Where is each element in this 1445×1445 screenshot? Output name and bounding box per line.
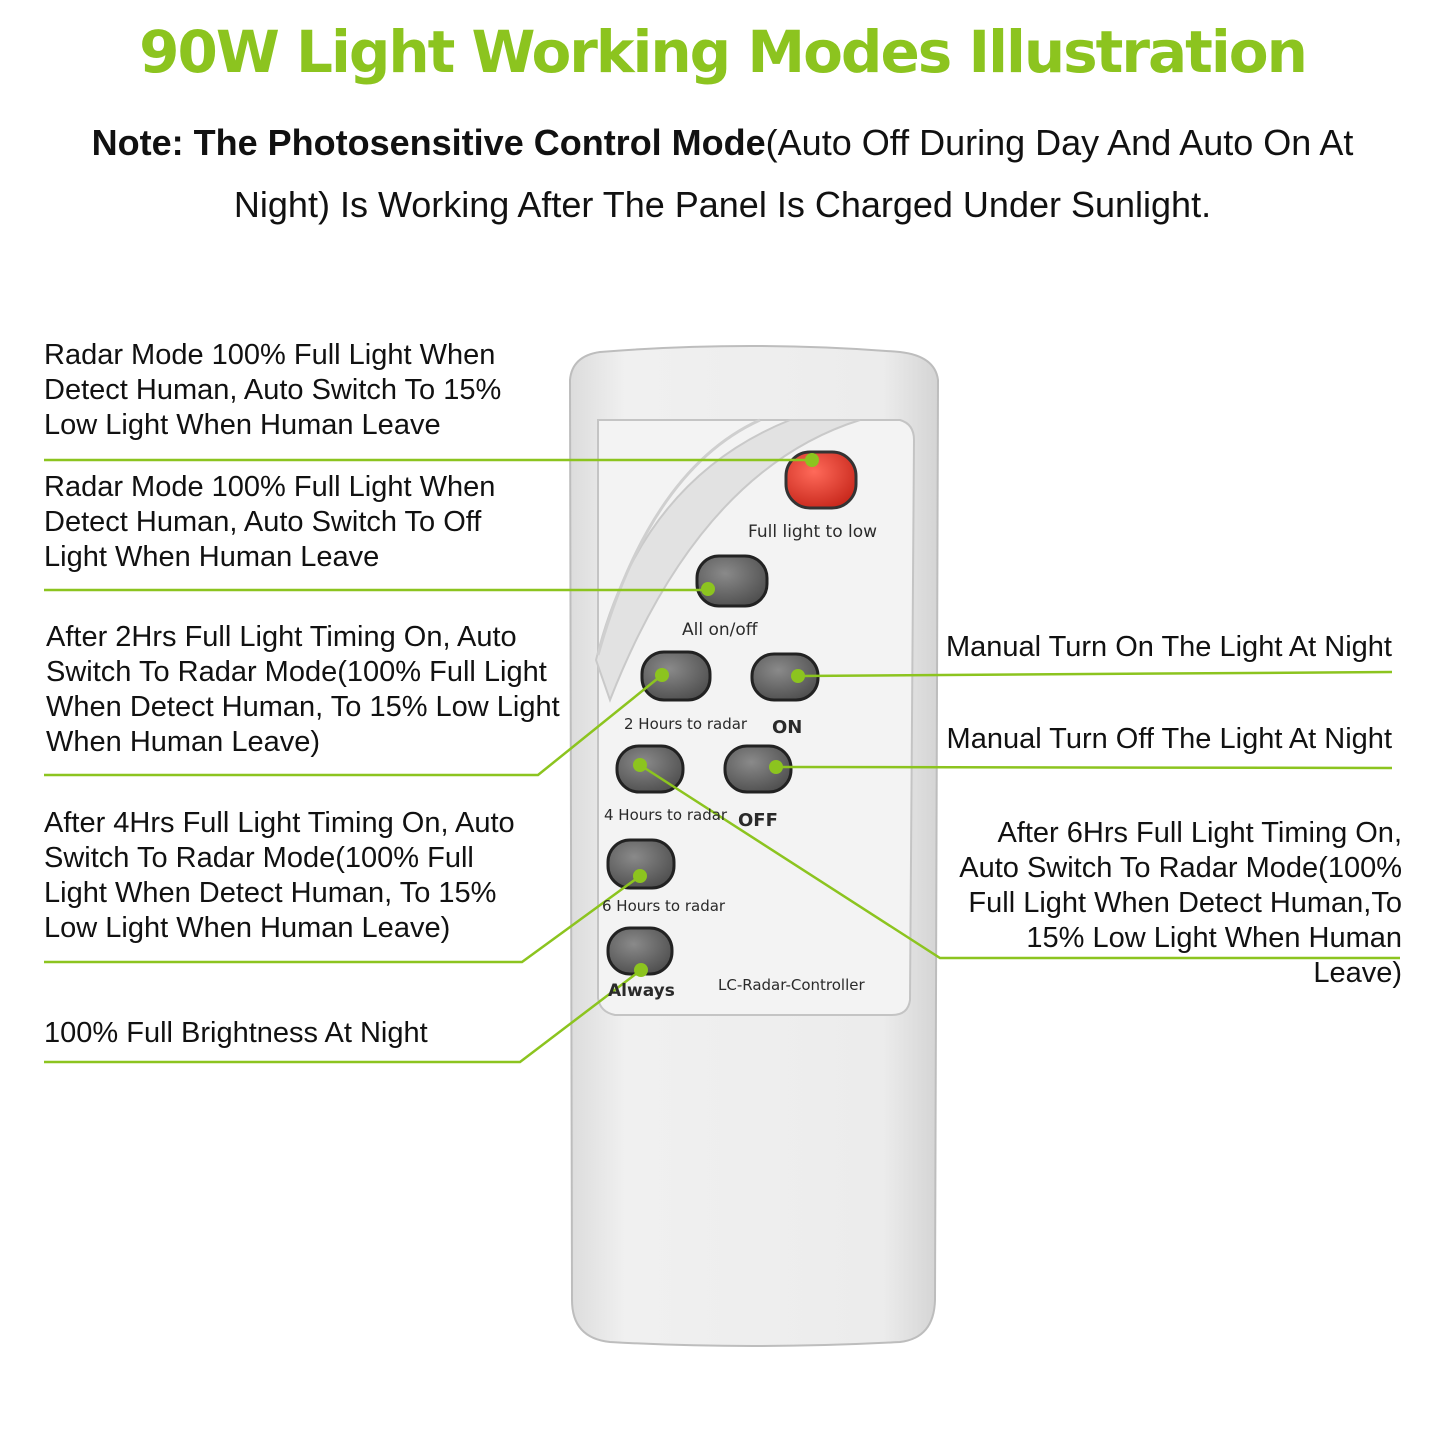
model-label: LC-Radar-Controller [718,976,865,994]
four-hours-button[interactable] [615,744,685,794]
callout-all-on-off: Radar Mode 100% Full Light When Detect H… [44,471,496,573]
six-hours-label: 6 Hours to radar [602,897,726,915]
dot-six-hours [633,869,647,883]
six-hours-button[interactable] [606,838,676,890]
dot-all-on-off [701,582,715,596]
two-hours-label: 2 Hours to radar [624,715,748,733]
dot-full-to-low [805,453,819,467]
leader-dots [633,453,819,977]
all-on-off-button[interactable] [695,554,769,608]
note-text: Note: The Photosensitive Control Mode(Au… [60,112,1385,236]
leader-six-hours [44,874,641,964]
leader-lines [44,458,1400,1064]
all-on-off-label: All on/off [682,620,758,640]
callout-off: Manual Turn Off The Light At Night [946,723,1392,755]
note-bold: Note: The Photosensitive Control Mode [91,122,766,163]
callout-two-hours: After 2Hrs Full Light Timing On, Auto Sw… [46,621,560,758]
full-light-to-low-label: Full light to low [748,522,878,542]
callout-always: 100% Full Brightness At Night [44,1017,428,1049]
leader-on [797,670,1393,678]
dot-off [769,760,783,774]
four-hours-label: 4 Hours to radar [604,806,728,824]
two-hours-button[interactable] [640,650,712,702]
callout-on: Manual Turn On The Light At Night [945,631,1392,663]
dot-two-hours [655,668,669,682]
off-label: OFF [738,810,778,831]
callout-four-hours: After 4Hrs Full Light Timing On, Auto Sw… [44,807,515,944]
dot-four-hours [633,758,647,772]
full-light-to-low-button[interactable] [784,450,858,510]
dot-always [634,963,648,977]
leader-four-hours [639,763,1400,960]
off-button[interactable] [723,744,793,794]
page-title: 90W Light Working Modes Illustration [139,18,1308,86]
on-label: ON [772,717,803,738]
leader-off [775,765,1393,770]
leader-always [44,969,642,1064]
note-rest: (Auto Off During Day And Auto On At Nigh… [233,122,1354,225]
callout-six-hours: After 6Hrs Full Light Timing On, Auto Sw… [959,817,1402,989]
leader-two-hours [44,674,663,777]
dot-on [791,669,805,683]
remote-swoosh-line [596,418,761,656]
always-label: Always [608,981,675,1001]
callout-full-to-low: Radar Mode 100% Full Light When Detect H… [44,339,502,441]
